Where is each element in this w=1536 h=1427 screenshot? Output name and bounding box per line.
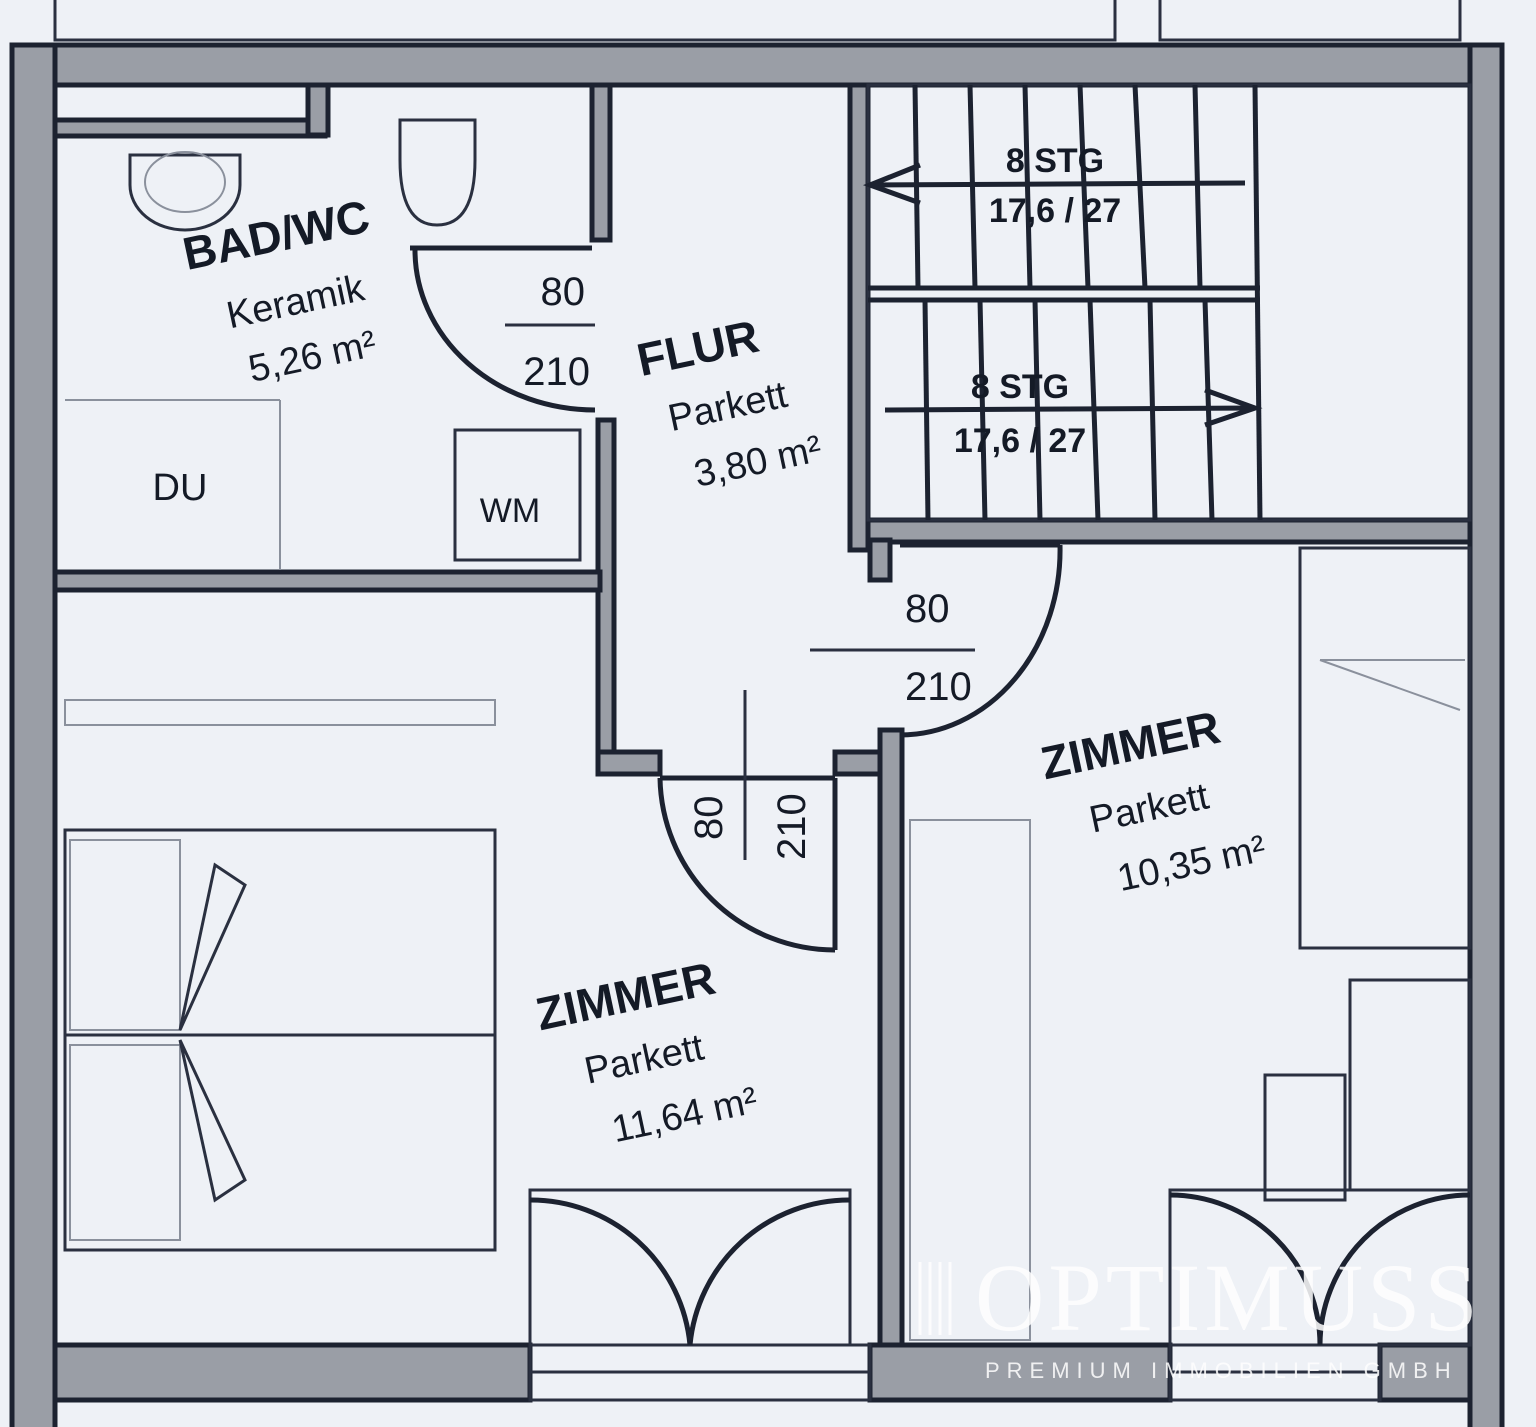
door-width: 80 [687, 796, 731, 841]
stair-ratio-lower: 17,6 / 27 [954, 422, 1086, 460]
door-bath: 80 210 [410, 245, 596, 413]
balcony-doors [528, 1188, 1472, 1347]
stair-ratio-upper: 17,6 / 27 [989, 192, 1121, 230]
door-height: 210 [770, 793, 814, 860]
upper-rooms [53, 0, 1462, 42]
door-height: 210 [523, 350, 590, 394]
door-height: 210 [905, 665, 972, 709]
shelf [64, 699, 496, 726]
watermark-logo: OPTIMUSS PREMIUM IMMOBILIEN GMBH [918, 1244, 1482, 1383]
furniture-right [909, 819, 1472, 1341]
bed-right [1298, 546, 1472, 950]
door-width: 80 [541, 270, 586, 314]
toilet-icon [398, 118, 477, 227]
door-right-room: 80 210 [810, 542, 1063, 738]
bath-fixtures: DU WM [65, 118, 582, 570]
door-width: 80 [905, 587, 950, 631]
shower-label: DU [153, 467, 208, 509]
bed-left [63, 828, 497, 1252]
watermark-tagline: PREMIUM IMMOBILIEN GMBH [985, 1358, 1458, 1383]
door-left-room: 80 210 [657, 690, 838, 953]
washer-icon [453, 428, 582, 562]
sink-icon [128, 153, 242, 232]
stair-steps-lower: 8 STG [971, 368, 1069, 406]
staircase: 8 STG 17,6 / 27 8 STG 17,6 / 27 [862, 83, 1472, 522]
washer-label: WM [480, 492, 540, 530]
stair-steps-upper: 8 STG [1006, 142, 1104, 180]
watermark-brand: OPTIMUSS [975, 1244, 1482, 1351]
